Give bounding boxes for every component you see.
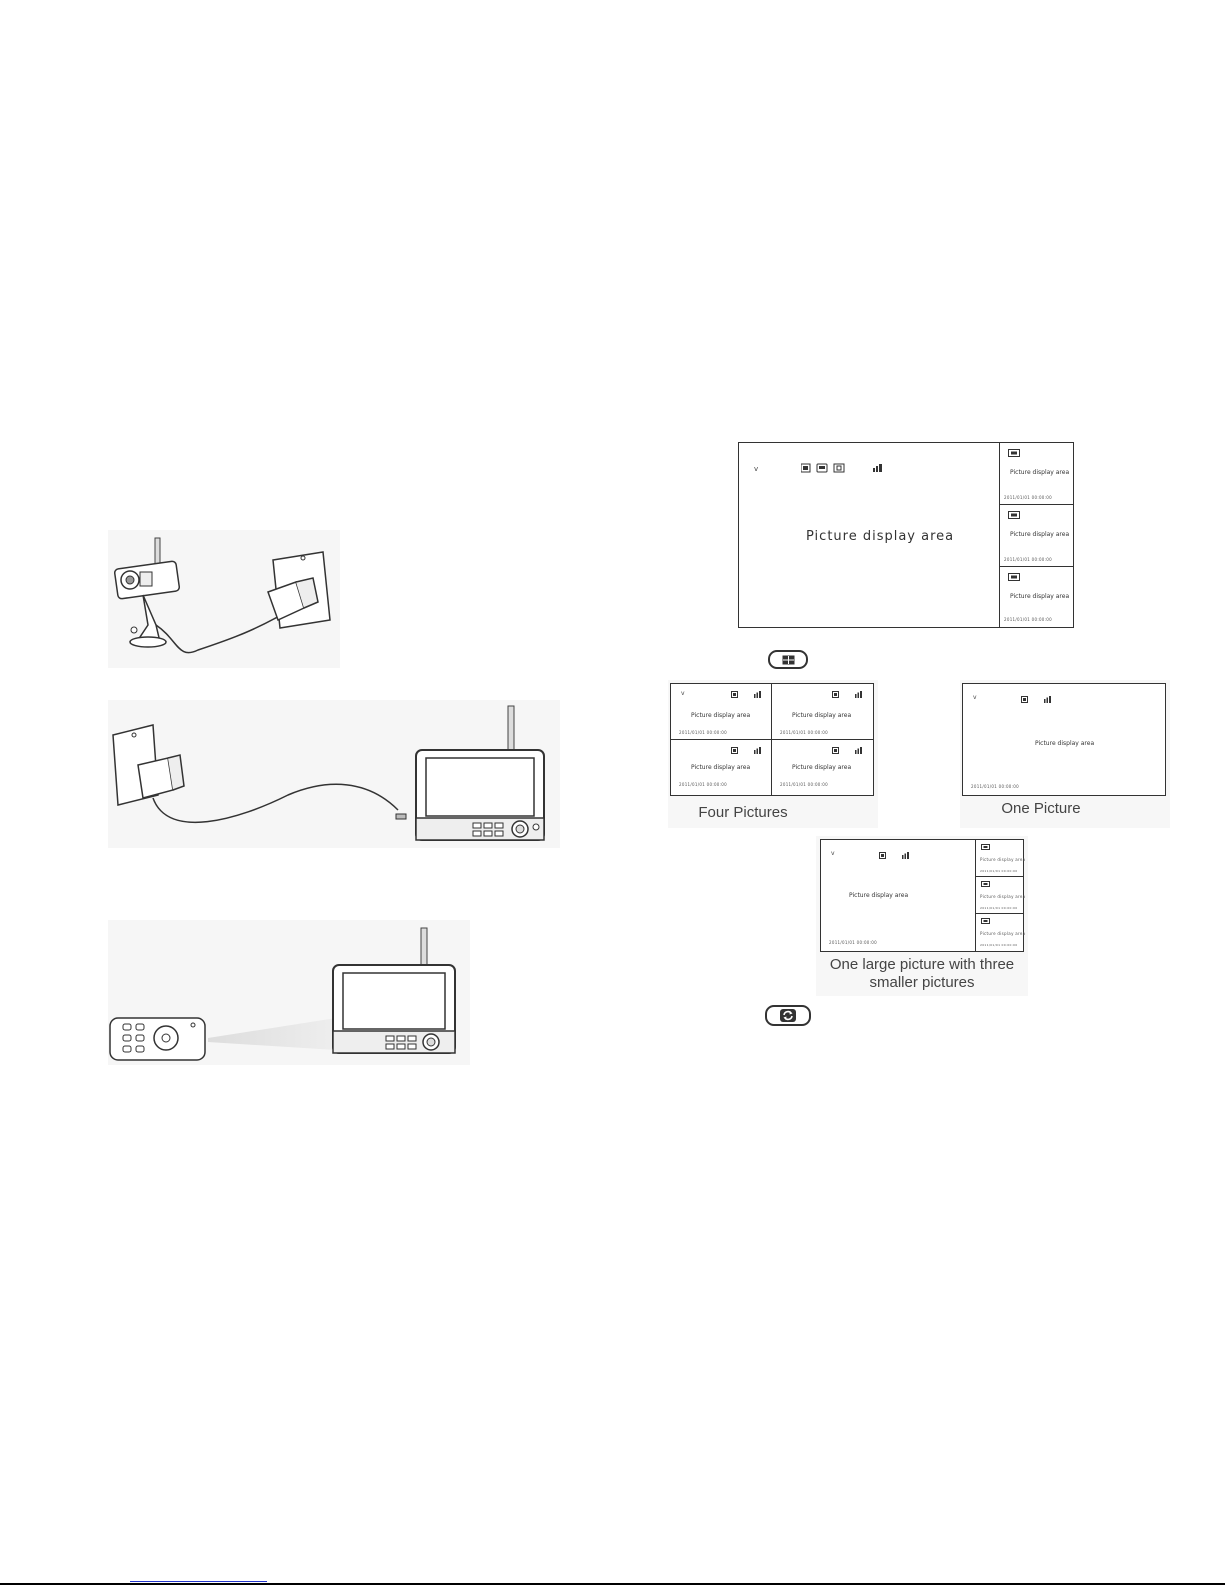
- quad-cell-timestamp: 2011/01/01 00:00:00: [780, 730, 828, 735]
- status-icons: [832, 691, 862, 698]
- camera-channel-icon: [981, 918, 990, 924]
- channel-chevron-icon: v: [681, 690, 685, 697]
- monitor-power-illustration: [108, 700, 560, 848]
- small-picture: Picture display area 2011/01/01 00:00:00: [976, 877, 1026, 914]
- side-thumbnail-label: Picture display area: [1010, 469, 1070, 476]
- one-large-three-small-screen: v Picture display area 2011/01/01 00:00:…: [820, 839, 1026, 952]
- side-thumbnail: Picture display area 2011/01/01 00:00:00: [1000, 567, 1074, 627]
- side-thumbnail-timestamp: 2011/01/01 00:00:00: [1004, 557, 1052, 562]
- four-pictures-caption: Four Pictures: [698, 804, 788, 821]
- cycle-icon: [780, 1009, 796, 1022]
- small-picture-label: Picture display area: [980, 894, 1026, 899]
- one-picture-caption: One Picture: [1001, 800, 1081, 817]
- one-picture-panel: v Picture display area 2011/01/01 00:00:…: [960, 680, 1170, 828]
- split-screen-icon: [782, 655, 795, 665]
- layout-button[interactable]: [768, 650, 808, 669]
- caption-line-1: One large picture with three: [829, 956, 1015, 973]
- small-picture-timestamp: 2011/01/01 00:00:00: [980, 869, 1018, 873]
- status-icons: [731, 747, 761, 754]
- quad-cell-label: Picture display area: [691, 712, 751, 719]
- small-picture-column: Picture display area 2011/01/01 00:00:00…: [975, 840, 1026, 951]
- side-thumbnail: Picture display area 2011/01/01 00:00:00: [1000, 443, 1074, 505]
- channel-chevron-icon: v: [754, 465, 759, 473]
- quad-cell: Picture display area 2011/01/01 00:00:00: [772, 740, 873, 795]
- status-icons: [879, 852, 909, 859]
- quad-cell-timestamp: 2011/01/01 00:00:00: [780, 782, 828, 787]
- camera-channel-icon: [981, 881, 990, 887]
- status-icons: [731, 691, 761, 698]
- side-thumbnail-label: Picture display area: [1010, 531, 1070, 538]
- quad-cell-timestamp: 2011/01/01 00:00:00: [679, 730, 727, 735]
- camera-channel-icon: [1008, 511, 1020, 519]
- four-pictures-panel: v Picture display area 2011/01/01 00:00:…: [668, 680, 878, 828]
- one-large-three-small-panel: v Picture display area 2011/01/01 00:00:…: [816, 836, 1028, 996]
- small-picture: Picture display area 2011/01/01 00:00:00: [976, 914, 1026, 951]
- small-picture-timestamp: 2011/01/01 00:00:00: [980, 943, 1018, 947]
- status-icons: [1021, 696, 1051, 703]
- small-picture-timestamp: 2011/01/01 00:00:00: [980, 906, 1018, 910]
- one-picture-screen: v Picture display area 2011/01/01 00:00:…: [962, 683, 1166, 796]
- side-thumbnail-timestamp: 2011/01/01 00:00:00: [1004, 617, 1052, 622]
- one-large-three-small-caption: One large picture with three smaller pic…: [816, 956, 1028, 992]
- small-picture-label: Picture display area: [980, 931, 1026, 936]
- status-icons: [801, 463, 882, 473]
- side-thumbnail-label: Picture display area: [1010, 593, 1070, 600]
- large-picture-label: Picture display area: [849, 892, 909, 899]
- monitor-power-svg: [112, 705, 545, 841]
- cycle-button[interactable]: [765, 1005, 811, 1026]
- caption-line-2: smaller pictures: [869, 974, 975, 991]
- channel-chevron-icon: v: [831, 850, 835, 857]
- channel-chevron-icon: v: [973, 694, 977, 701]
- one-picture-timestamp: 2011/01/01 00:00:00: [971, 784, 1019, 789]
- quad-cell: Picture display area 2011/01/01 00:00:00: [772, 684, 873, 740]
- remote-control-illustration: [108, 920, 470, 1065]
- camera-power-svg: [113, 537, 331, 654]
- quad-cell-label: Picture display area: [691, 764, 751, 771]
- footer-link-underline: [130, 1581, 267, 1582]
- one-picture-label: Picture display area: [1035, 740, 1095, 747]
- quad-cell-timestamp: 2011/01/01 00:00:00: [679, 782, 727, 787]
- camera-channel-icon: [981, 844, 990, 850]
- main-screen-layout: v Picture display area Picture display a…: [738, 442, 1074, 628]
- camera-channel-icon: [1008, 449, 1020, 457]
- quad-cell: Picture display area 2011/01/01 00:00:00: [671, 740, 772, 795]
- quad-cell-label: Picture display area: [792, 764, 852, 771]
- four-pictures-screen: v Picture display area 2011/01/01 00:00:…: [670, 683, 874, 796]
- side-thumbnail: Picture display area 2011/01/01 00:00:00: [1000, 505, 1074, 567]
- small-picture: Picture display area 2011/01/01 00:00:00: [976, 840, 1026, 877]
- main-picture-label: Picture display area: [806, 529, 955, 544]
- side-thumbnail-column: Picture display area 2011/01/01 00:00:00…: [999, 443, 1074, 627]
- quad-cell-label: Picture display area: [792, 712, 852, 719]
- quad-cell: v Picture display area 2011/01/01 00:00:…: [671, 684, 772, 740]
- camera-channel-icon: [1008, 573, 1020, 581]
- status-icons: [832, 747, 862, 754]
- camera-power-illustration: [108, 530, 340, 668]
- remote-control-svg: [109, 927, 456, 1061]
- page-bottom-border: [0, 1583, 1225, 1585]
- large-picture-timestamp: 2011/01/01 00:00:00: [829, 940, 877, 945]
- side-thumbnail-timestamp: 2011/01/01 00:00:00: [1004, 495, 1052, 500]
- small-picture-label: Picture display area: [980, 857, 1026, 862]
